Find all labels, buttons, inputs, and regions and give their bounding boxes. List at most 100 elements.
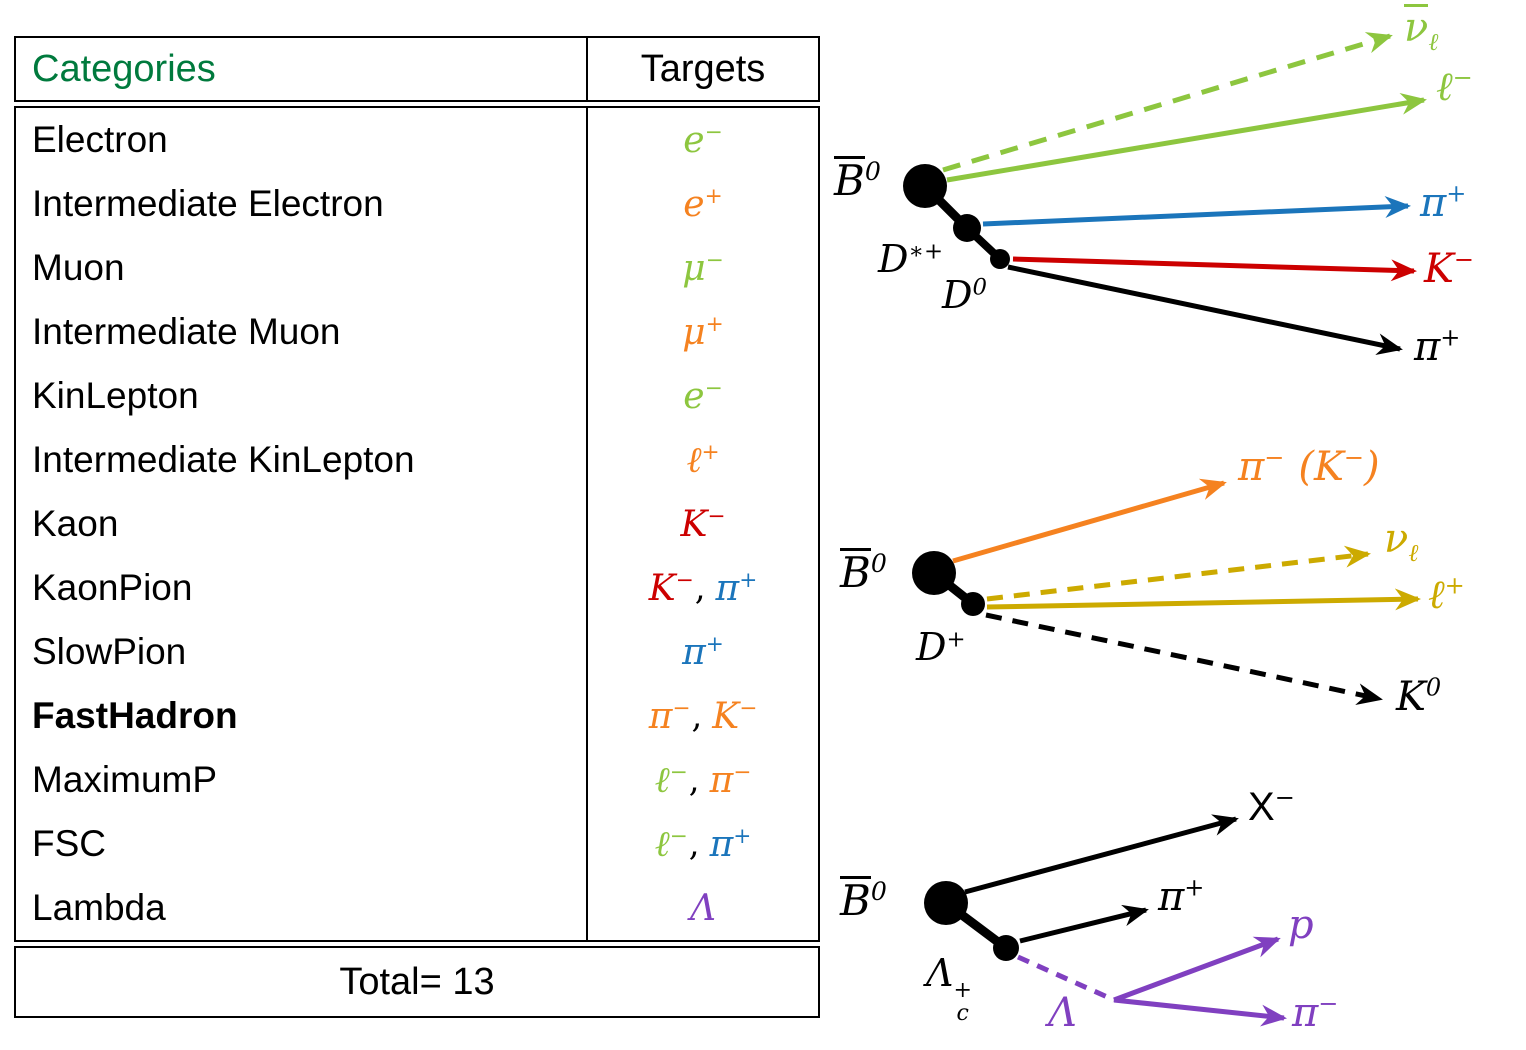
particle-symbol: μ+ [682,312,724,353]
particle-sup: − [1453,245,1474,274]
particle-base: p [1288,902,1314,948]
particle-base: K [1396,674,1426,720]
particle-base: ℓ [654,760,670,801]
target-cell: e− [586,108,818,172]
decay-connector [931,569,976,608]
table-row: SlowPion π+ [16,620,818,684]
particle-base: K [648,567,676,609]
target-cell: π−,K− [586,684,818,748]
particle-sup: − [675,567,694,593]
particle-symbol: K− [649,568,694,609]
table-row: Electron e− [16,108,818,172]
particle-sup: 0 [1425,673,1442,702]
table-row: Intermediate Electron e+ [16,172,818,236]
vertex-b0bar [924,881,968,925]
particle-symbol: π+ [710,824,752,865]
table-row: KinLepton e− [16,364,818,428]
table-row: Muon μ− [16,236,818,300]
category-label: FSC [32,823,106,864]
decay-connector [964,225,1003,262]
particle-base: ℓ [1428,572,1445,618]
category-label: MaximumP [32,759,218,800]
particle-sup: + [705,311,724,337]
particle-sup: − [1452,63,1473,92]
particle-sub: ℓ [1408,539,1419,567]
table-row: Intermediate Muon μ+ [16,300,818,364]
particle-base: π [1292,990,1319,1036]
vertex-d0 [990,249,1010,269]
table-row: Intermediate KinLepton ℓ+ [16,428,818,492]
arrow-pion [1113,997,1287,1027]
target-cell: π+ [586,620,818,684]
particle-label-x: X− [1248,786,1295,828]
arrow-lepton [946,92,1427,183]
particle-sup: + [1184,873,1205,902]
particle-base: μ [682,247,706,289]
particle-sup: 0 [864,157,881,186]
particle-label-kaon: K− [1424,248,1474,290]
separator: , [691,696,703,736]
particle-base: π [1238,444,1265,490]
target-cell: e− [586,364,818,428]
overline-base: ν [1404,4,1429,51]
particle-base: D [916,625,947,669]
target-cell: μ+ [586,300,818,364]
particle-label-k0: K0 [1396,676,1441,718]
vertex-b0bar [903,164,947,208]
particle-label-pion-plus: π+ [1158,876,1204,918]
particle-base: ℓ [686,440,702,481]
arrow-pion [1007,264,1403,356]
particle-base: π [709,823,734,865]
particle-base: D [942,273,973,317]
overline-base: B [840,548,871,597]
particle-sup: − [1274,783,1295,812]
particle-label-pion-black: π+ [1414,326,1460,368]
particle-symbol: K− [681,504,726,545]
particle-label-nu: νℓ [1384,516,1418,565]
particle-label-pion-minus: π− [1292,992,1338,1034]
total-label: Total= 13 [339,960,495,1003]
particle-sup: − [739,695,758,721]
arrow-k0 [985,612,1383,705]
arrow-kaon [1012,256,1417,282]
particle-symbol: Λ [690,888,716,929]
particle-base: e [683,183,705,225]
particle-sup: 0 [870,549,887,578]
particle-sup: − [672,695,691,721]
particle-label-lepton: ℓ+ [1428,574,1465,616]
separator: , [688,760,700,800]
particle-base: X [1248,785,1275,829]
particle-base: ℓ [1436,64,1453,110]
table-row: Kaon K− [16,492,818,556]
target-cell: K−,π+ [586,556,818,620]
header-categories: Categories [32,47,216,90]
particle-symbol: π+ [716,568,758,609]
category-label: Kaon [32,503,119,544]
table-total: Total= 13 [14,946,820,1018]
target-cell: K− [586,492,818,556]
particle-symbol: e− [683,120,722,161]
target-cell: μ− [586,236,818,300]
particle-base: π [648,695,673,737]
particle-base: π [1420,180,1447,226]
particle-label-pion-blue: π+ [1420,182,1466,224]
particle-label-b0bar: B0 [840,548,887,595]
particle-base: π [715,567,740,609]
particle-base: π [709,759,734,801]
particle-symbol: π− [710,760,752,801]
particle-base: e [683,375,705,417]
header-targets: Targets [586,38,818,100]
particle-sup: − [1343,443,1365,472]
particle-sup: + [1440,323,1461,352]
category-label: Lambda [32,887,166,928]
particle-sup: + [1446,179,1467,208]
particle-base: Λ [690,887,716,929]
particle-label-lambda: Λ [1048,992,1077,1034]
particle-symbol: K− [712,696,757,737]
particle-base: ν [1384,516,1409,562]
table-row: KaonPion K−,π+ [16,556,818,620]
particle-label-pion-or-kaon: π−(K−) [1238,446,1380,488]
particle-symbol: π+ [682,632,724,673]
category-label: Intermediate Muon [32,311,341,352]
separator: , [688,824,700,864]
